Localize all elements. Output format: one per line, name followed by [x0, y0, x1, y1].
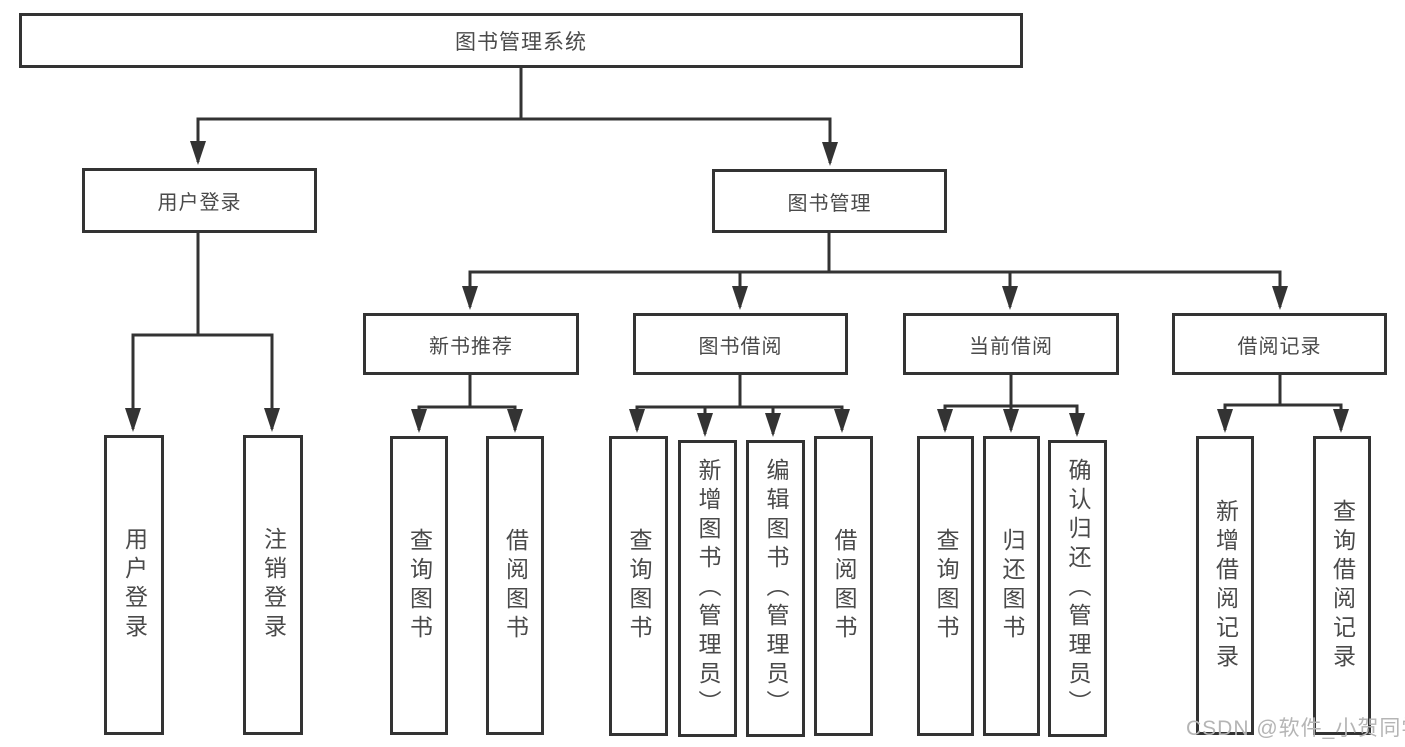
node-book-management: 图书管理 — [712, 169, 947, 233]
node-add-borrow-record: 新增借阅记录 — [1196, 436, 1254, 735]
node-book-borrowing: 图书借阅 — [633, 313, 848, 375]
node-logout-login-leaf: 注销登录 — [243, 435, 303, 735]
node-search-books-recommend: 查询图书 — [390, 436, 448, 735]
node-user-login: 用户登录 — [82, 168, 317, 233]
node-root-system: 图书管理系统 — [19, 13, 1023, 68]
node-return-books: 归还图书 — [983, 436, 1040, 736]
node-add-books-admin: 新增图书（管理员） — [678, 440, 737, 737]
node-current-borrowing: 当前借阅 — [903, 313, 1119, 375]
node-user-login-leaf: 用户登录 — [104, 435, 164, 735]
connector-current-borrow-children — [937, 375, 1085, 437]
node-edit-books-admin: 编辑图书（管理员） — [746, 440, 805, 737]
node-borrow-books-leaf: 借阅图书 — [814, 436, 873, 736]
node-search-borrow-record: 查询借阅记录 — [1313, 436, 1371, 735]
connector-user-login-children — [125, 233, 280, 432]
node-confirm-return-admin: 确认归还（管理员） — [1048, 440, 1107, 737]
watermark: CSDN @软件_小贺同学 — [1186, 717, 1405, 740]
connector-new-book-children — [411, 375, 523, 433]
connector-book-borrow-children — [629, 375, 850, 437]
connector-book-management-children — [462, 233, 1288, 310]
connector-root-to-level2 — [190, 68, 838, 166]
node-new-book-recommendation: 新书推荐 — [363, 313, 579, 375]
connector-borrow-record-children — [1217, 375, 1349, 433]
node-borrow-books-recommend: 借阅图书 — [486, 436, 544, 735]
node-borrowing-records: 借阅记录 — [1172, 313, 1387, 375]
node-search-books-borrow: 查询图书 — [609, 436, 668, 736]
node-search-books-current: 查询图书 — [917, 436, 974, 736]
